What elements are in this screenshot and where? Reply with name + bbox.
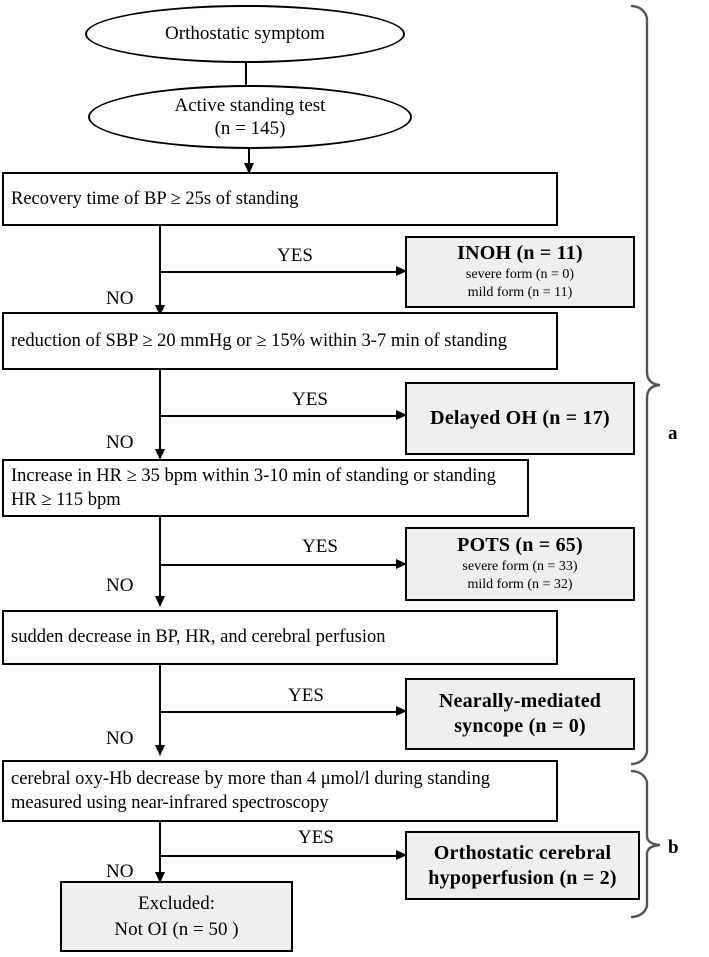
node-outcome-neurally-mediated-syncope-line2: syncope (n = 0): [454, 715, 586, 737]
node-criteria-sudden-decrease-text: sudden decrease in BP, HR, and cerebral …: [11, 627, 386, 648]
node-outcome-orthostatic-cerebral-hypoperfusion-line2: hypoperfusion (n = 2): [428, 866, 617, 889]
node-outcome-orthostatic-cerebral-hypoperfusion: Orthostatic cerebral hypoperfusion (n = …: [405, 831, 640, 900]
node-outcome-neurally-mediated-syncope: Nearally-mediated syncope (n = 0): [405, 678, 635, 750]
brace-b: [630, 769, 661, 919]
branch5-yes-line: [161, 855, 399, 857]
node-outcome-orthostatic-cerebral-hypoperfusion-line1: Orthostatic cerebral: [433, 841, 612, 864]
node-outcome-pots-severe: severe form (n = 33): [462, 558, 578, 574]
branch2-stem: [159, 370, 161, 454]
node-outcome-delayed-oh-title: Delayed OH (n = 17): [430, 407, 610, 430]
branch1-yes-line: [161, 271, 399, 273]
branch4-no-label: NO: [106, 728, 134, 749]
branch5-yes-arrowhead: [396, 849, 407, 860]
branch3-no-arrowhead: [154, 596, 165, 607]
branch5-no-label: NO: [106, 861, 134, 882]
branch4-yes-label: YES: [288, 685, 324, 706]
branch3-stem: [159, 517, 161, 601]
node-excluded-line1: Excluded:: [137, 892, 216, 914]
node-outcome-delayed-oh: Delayed OH (n = 17): [405, 382, 635, 455]
node-outcome-pots-title: POTS (n = 65): [457, 533, 583, 556]
node-criteria-recovery-time: Recovery time of BP ≥ 25s of standing: [2, 172, 558, 226]
branch5-yes-label: YES: [298, 827, 334, 848]
brace-a-label: a: [668, 423, 678, 444]
node-excluded: Excluded: Not OI (n = 50 ): [60, 881, 293, 952]
branch2-no-label: NO: [106, 432, 134, 453]
branch1-yes-arrowhead: [396, 265, 407, 276]
node-active-standing-test-line2: (n = 145): [214, 118, 286, 139]
node-criteria-hr-increase-text: Increase in HR ≥ 35 bpm within 3-10 min …: [11, 465, 496, 510]
node-outcome-inoh-severe: severe form (n = 0): [465, 266, 575, 282]
branch3-yes-label: YES: [302, 536, 338, 557]
node-outcome-pots-mild: mild form (n = 32): [467, 577, 573, 593]
branch4-yes-arrowhead: [396, 705, 407, 716]
branch3-yes-line: [161, 564, 399, 566]
branch4-yes-line: [161, 711, 399, 713]
arrowhead-test-to-criteria1: [243, 163, 254, 174]
branch2-yes-arrowhead: [396, 409, 407, 420]
node-outcome-inoh: INOH (n = 11) severe form (n = 0) mild f…: [405, 236, 635, 308]
node-orthostatic-symptom-label: Orthostatic symptom: [165, 23, 325, 45]
branch1-no-label: NO: [106, 288, 134, 309]
node-outcome-neurally-mediated-syncope-line1: Nearally-mediated: [438, 690, 602, 713]
branch1-no-arrowhead: [154, 305, 165, 316]
brace-b-label: b: [668, 837, 679, 858]
node-criteria-hr-increase: Increase in HR ≥ 35 bpm within 3-10 min …: [2, 459, 529, 517]
node-criteria-recovery-time-text: Recovery time of BP ≥ 25s of standing: [11, 188, 299, 209]
node-criteria-sbp-reduction: reduction of SBP ≥ 20 mmHg or ≥ 15% with…: [2, 312, 558, 370]
node-criteria-oxy-hb-text: cerebral oxy-Hb decrease by more than 4 …: [11, 768, 490, 813]
branch4-no-arrowhead: [154, 745, 165, 756]
node-active-standing-test: Active standing test (n = 145): [88, 85, 412, 149]
connector-test-to-criteria1: [248, 149, 250, 166]
node-outcome-pots: POTS (n = 65) severe form (n = 33) mild …: [405, 527, 635, 601]
branch2-yes-label: YES: [292, 389, 328, 410]
branch1-yes-label: YES: [277, 245, 313, 266]
node-excluded-line2: Not OI (n = 50 ): [114, 918, 239, 940]
branch2-yes-line: [161, 415, 399, 417]
branch5-stem: [159, 822, 161, 876]
node-criteria-oxy-hb: cerebral oxy-Hb decrease by more than 4 …: [2, 760, 558, 822]
branch5-no-arrowhead: [154, 872, 165, 883]
node-criteria-sbp-reduction-text: reduction of SBP ≥ 20 mmHg or ≥ 15% with…: [11, 330, 507, 351]
branch3-no-label: NO: [106, 575, 134, 596]
node-active-standing-test-line1: Active standing test: [174, 94, 326, 116]
branch1-stem: [159, 226, 161, 310]
node-orthostatic-symptom: Orthostatic symptom: [85, 5, 405, 63]
node-outcome-inoh-title: INOH (n = 11): [457, 241, 583, 264]
connector-start-to-test: [245, 63, 247, 85]
branch4-stem: [159, 665, 161, 749]
brace-a: [630, 4, 661, 766]
node-criteria-sudden-decrease: sudden decrease in BP, HR, and cerebral …: [2, 610, 558, 665]
node-outcome-inoh-mild: mild form (n = 11): [467, 285, 573, 301]
branch3-yes-arrowhead: [396, 558, 407, 569]
branch2-no-arrowhead: [154, 449, 165, 460]
